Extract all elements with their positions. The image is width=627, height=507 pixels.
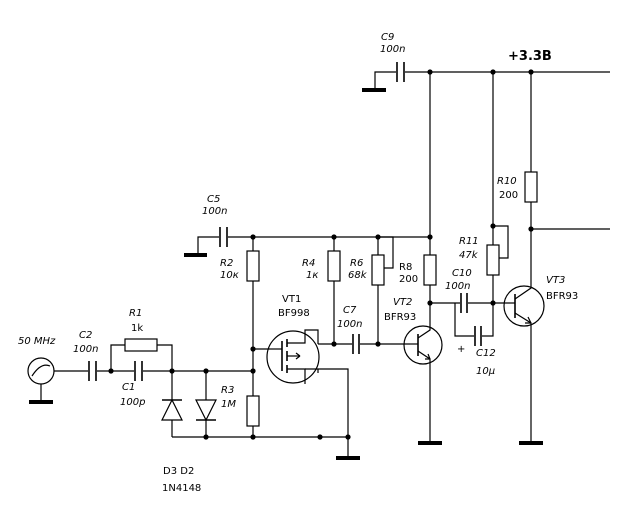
- c9-value: 100n: [380, 44, 405, 55]
- r10-ref: R10: [497, 176, 517, 187]
- resistor-r10: [524, 72, 610, 285]
- r4-ref: R4: [302, 258, 315, 269]
- c1-ref: C1: [122, 382, 135, 393]
- c12-ref: C12: [476, 348, 496, 359]
- r10-value: 200: [499, 190, 518, 201]
- r4-value: 1к: [306, 270, 318, 281]
- diodes-refs: D3 D2: [163, 466, 194, 477]
- c1-value: 100p: [120, 397, 145, 408]
- resistor-r1: [110, 338, 173, 371]
- ground-bus: [172, 434, 360, 460]
- c12-plus: +: [457, 344, 465, 355]
- vt3-value: BFR93: [546, 291, 578, 302]
- c5-ref: C5: [207, 194, 220, 205]
- c5-value: 100n: [202, 206, 227, 217]
- r11-value: 47k: [459, 250, 479, 261]
- r6-value: 68k: [348, 270, 368, 281]
- r6-ref: R6: [350, 258, 363, 269]
- diodes-value: 1N4148: [162, 483, 201, 494]
- capacitor-c9: [362, 62, 405, 92]
- resistor-r2: [246, 237, 270, 352]
- resistor-r4: [327, 237, 341, 347]
- supply-voltage-label: +3.3B: [508, 49, 552, 64]
- c12-value: 10μ: [476, 366, 495, 377]
- resistor-r11: [486, 72, 509, 303]
- c10-ref: C10: [452, 268, 472, 279]
- diode-d2: [195, 371, 217, 437]
- vt2-ref: VT2: [393, 297, 412, 308]
- capacitor-c12: [454, 303, 494, 346]
- input-source: [27, 357, 88, 404]
- r2-ref: R2: [220, 258, 233, 269]
- r11-ref: R11: [459, 236, 479, 247]
- vt1-ref: VT1: [282, 294, 301, 305]
- resistor-r3: [246, 371, 260, 437]
- capacitor-c5: [184, 227, 433, 257]
- r1-ref: R1: [129, 308, 142, 319]
- resistor-r6: [371, 237, 385, 347]
- c10-value: 100n: [445, 281, 470, 292]
- c7-value: 100n: [337, 319, 362, 330]
- c9-ref: C9: [381, 32, 394, 43]
- c2-value: 100n: [73, 344, 98, 355]
- r3-value: 1M: [221, 399, 236, 410]
- transistor-vt2: [403, 325, 443, 445]
- vt1-value: BF998: [278, 308, 310, 319]
- r1-value: 1k: [131, 323, 143, 334]
- supply-rail: [405, 69, 610, 75]
- diode-d3: [161, 371, 183, 437]
- resistor-r8: [423, 72, 437, 327]
- c7-ref: C7: [343, 305, 357, 316]
- vt2-value: BFR93: [384, 312, 416, 323]
- r8-value: 200: [399, 274, 418, 285]
- r6-wiper: [378, 236, 394, 269]
- input-label: 50 MHz: [18, 336, 56, 347]
- c2-ref: C2: [79, 330, 92, 341]
- capacitor-c1: [134, 349, 256, 381]
- r2-value: 10к: [220, 270, 239, 281]
- r3-ref: R3: [221, 385, 234, 396]
- transistor-vt1: [266, 329, 349, 437]
- capacitor-c10: [430, 293, 510, 313]
- transistor-vt3: [503, 285, 545, 445]
- r8-ref: R8: [399, 262, 412, 273]
- vt3-ref: VT3: [546, 275, 565, 286]
- capacitor-c7: [318, 334, 410, 354]
